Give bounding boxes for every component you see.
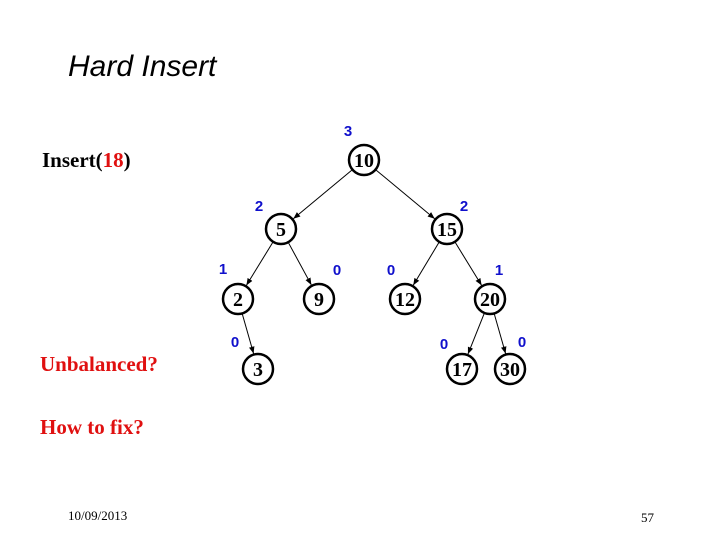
- tree-node-30: 300: [493, 334, 527, 386]
- node-key-label: 17: [452, 359, 472, 381]
- node-height-label: 3: [344, 123, 352, 140]
- node-height-label: 0: [387, 262, 395, 279]
- node-circle: [430, 212, 464, 246]
- node-circle: [241, 352, 275, 386]
- edge-20-30: [493, 313, 507, 354]
- tree-node-20: 20 1: [473, 262, 507, 316]
- node-circle: [445, 352, 479, 386]
- edge-15-20: [454, 241, 483, 286]
- insert-suffix: ): [123, 148, 131, 172]
- node-key-label: 30: [500, 359, 520, 381]
- node-key-label: 15: [437, 219, 457, 241]
- tree-node-15: 152: [430, 198, 468, 246]
- node-height-label: 0: [518, 334, 526, 351]
- node-height-label: 0: [440, 336, 448, 353]
- node-circle: [302, 282, 336, 316]
- node-key-label: 20: [480, 289, 500, 311]
- question-how-to-fix: How to fix?: [40, 415, 144, 439]
- slide-title: Hard Insert: [68, 50, 217, 83]
- tree-node-10: 103: [344, 123, 381, 177]
- tree-node-17: 170: [440, 336, 479, 386]
- tree-node-3: 30: [231, 334, 275, 386]
- tree-node-5: 52: [255, 198, 298, 246]
- tree-node-2: 21: [219, 261, 255, 316]
- insert-operation-label: Insert(18): [42, 148, 131, 173]
- edge-5-2: [245, 241, 274, 286]
- page-number: 57: [641, 510, 654, 525]
- edge-2-3: [241, 313, 255, 354]
- edge-20-17: [467, 312, 485, 355]
- node-key-label: 5: [276, 219, 286, 241]
- node-height-label: 0: [231, 334, 239, 351]
- node-circle: [473, 282, 507, 316]
- node-height-label: 0: [333, 262, 341, 279]
- node-height-label: 1: [219, 261, 227, 278]
- edge-15-12: [412, 241, 440, 286]
- footer-date: 10/09/2013: [68, 508, 128, 523]
- edge-10-15: [375, 169, 436, 220]
- node-height-label: 2: [255, 198, 263, 215]
- node-key-label: 9: [314, 289, 324, 311]
- node-key-label: 3: [253, 359, 263, 381]
- tree-node-9: 90: [302, 262, 341, 316]
- node-circle: [388, 282, 422, 316]
- node-circle: [264, 212, 298, 246]
- node-key-label: 2: [233, 289, 243, 311]
- edge-5-9: [287, 241, 312, 286]
- node-circle: [221, 282, 255, 316]
- node-height-label: 2: [460, 198, 468, 215]
- node-circle: [493, 352, 527, 386]
- tree-node-12: 120: [387, 262, 422, 316]
- insert-value: 18: [102, 148, 124, 172]
- node-circle: [347, 143, 381, 177]
- edge-10-5: [292, 169, 353, 220]
- insert-prefix: Insert(: [42, 148, 103, 172]
- node-key-label: 12: [395, 289, 415, 311]
- question-unbalanced: Unbalanced?: [40, 352, 158, 376]
- tree-edges: [241, 169, 507, 355]
- node-key-label: 10: [354, 150, 374, 172]
- node-height-label: 1: [495, 262, 503, 279]
